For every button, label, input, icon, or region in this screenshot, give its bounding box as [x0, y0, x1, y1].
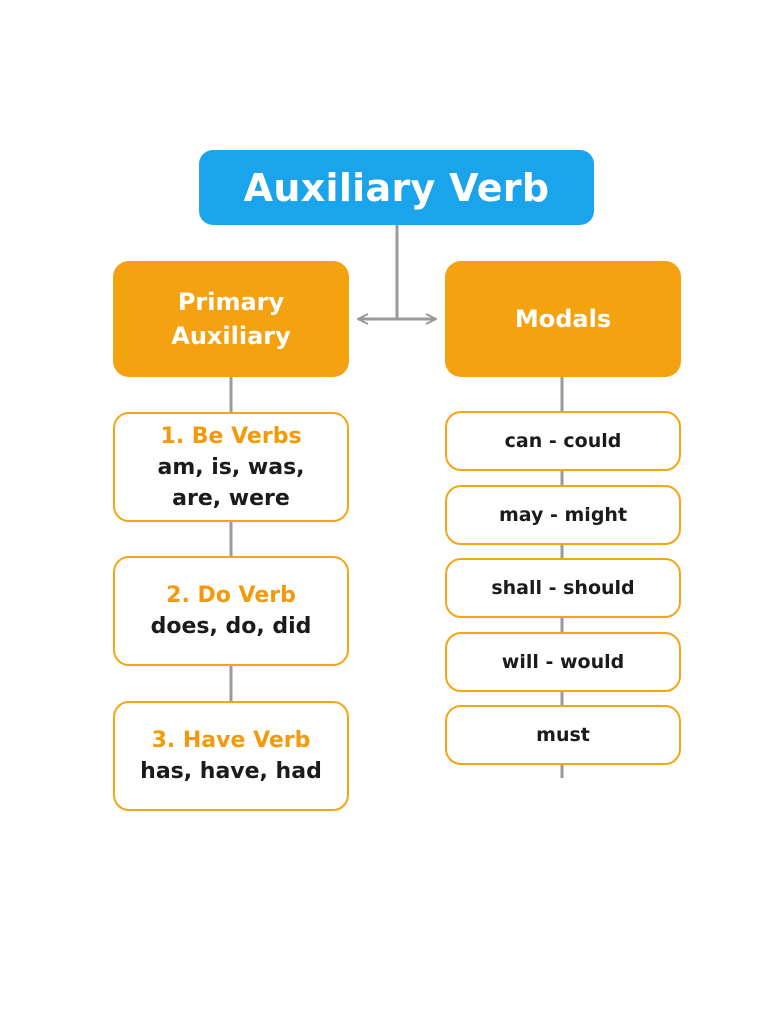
do-verb-box: 2. Do Verb does, do, did [113, 556, 349, 666]
modal-item-label: must [536, 724, 590, 746]
be-verbs-title: 1. Be Verbs [160, 423, 302, 449]
primary-auxiliary-box: Primary Auxiliary [113, 261, 349, 377]
modal-item-label: shall - should [491, 577, 635, 599]
modal-item-label: can - could [504, 430, 622, 452]
be-verbs-line1: am, is, was, [157, 454, 305, 480]
do-verb-title: 2. Do Verb [166, 583, 296, 608]
have-verb-title: 3. Have Verb [151, 728, 311, 753]
modal-item-shall-should: shall - should [445, 558, 681, 618]
modal-item-label: may - might [498, 504, 628, 526]
modal-item-must: must [445, 705, 681, 765]
modal-item-may-might: may - might [445, 485, 681, 545]
be-verbs-line2: are, were [172, 485, 290, 511]
modals-label: Modals [514, 305, 612, 333]
modal-item-will-would: will - would [445, 632, 681, 692]
be-verbs-box: 1. Be Verbs am, is, was, are, were [113, 412, 349, 522]
have-verb-line1: has, have, had [140, 759, 322, 784]
modals-box: Modals [445, 261, 681, 377]
primary-label-line2: Auxiliary [171, 322, 291, 350]
modal-item-can-could: can - could [445, 411, 681, 471]
title-text: Auxiliary Verb [243, 165, 550, 210]
have-verb-box: 3. Have Verb has, have, had [113, 701, 349, 811]
auxiliary-verb-title: Auxiliary Verb [199, 150, 594, 225]
do-verb-line1: does, do, did [150, 614, 312, 639]
modal-item-label: will - would [501, 651, 625, 673]
primary-label-line1: Primary [177, 288, 285, 316]
